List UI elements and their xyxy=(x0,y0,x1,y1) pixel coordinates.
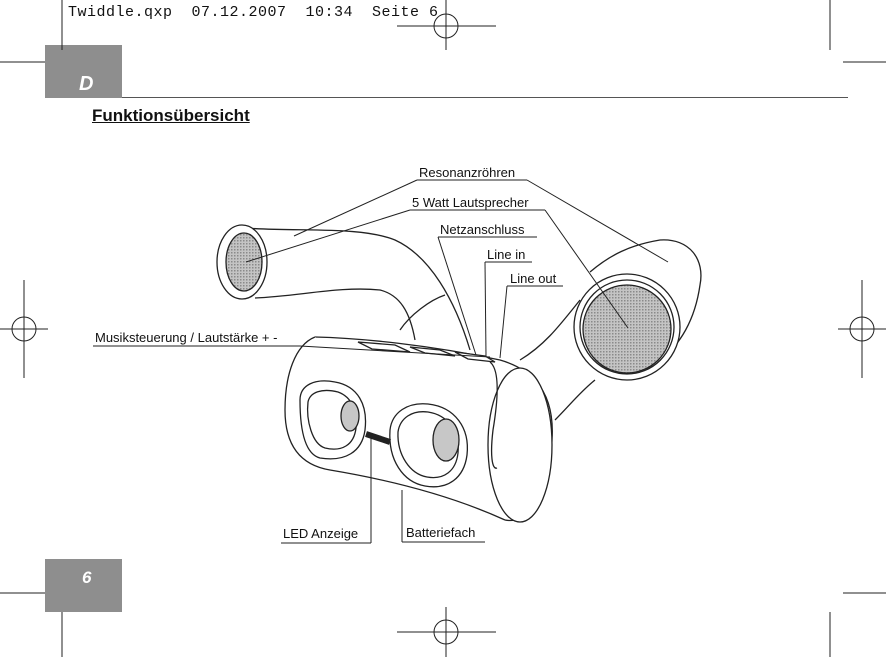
label-battery: Batteriefach xyxy=(406,525,475,540)
label-speaker: 5 Watt Lautsprecher xyxy=(412,195,529,210)
page-title: Funktionsübersicht xyxy=(92,106,250,125)
registration-mark-right xyxy=(838,280,886,378)
device-illustration xyxy=(216,224,702,523)
label-led: LED Anzeige xyxy=(283,526,358,541)
page-number: 6 xyxy=(82,568,92,587)
language-tab: D xyxy=(45,45,122,98)
led-strip xyxy=(365,431,391,445)
label-resonance-tubes: Resonanzröhren xyxy=(419,165,515,180)
label-line-out: Line out xyxy=(510,271,557,286)
left-speaker-grille xyxy=(225,232,263,292)
label-power-connector: Netzanschluss xyxy=(440,222,525,237)
label-line-in: Line in xyxy=(487,247,525,262)
page-number-tab: 6 xyxy=(45,559,122,612)
language-tab-label: D xyxy=(79,73,94,95)
right-speaker-grille xyxy=(582,284,672,374)
registration-mark-top xyxy=(397,0,496,50)
file-info-header: Twiddle.qxp 07.12.2007 10:34 Seite 6 xyxy=(68,4,439,21)
registration-mark-bottom xyxy=(397,607,496,657)
header-rule xyxy=(122,97,848,98)
label-music-control: Musiksteuerung / Lautstärke + - xyxy=(95,330,277,345)
registration-mark-left xyxy=(0,280,48,378)
callout-lines xyxy=(93,179,669,544)
